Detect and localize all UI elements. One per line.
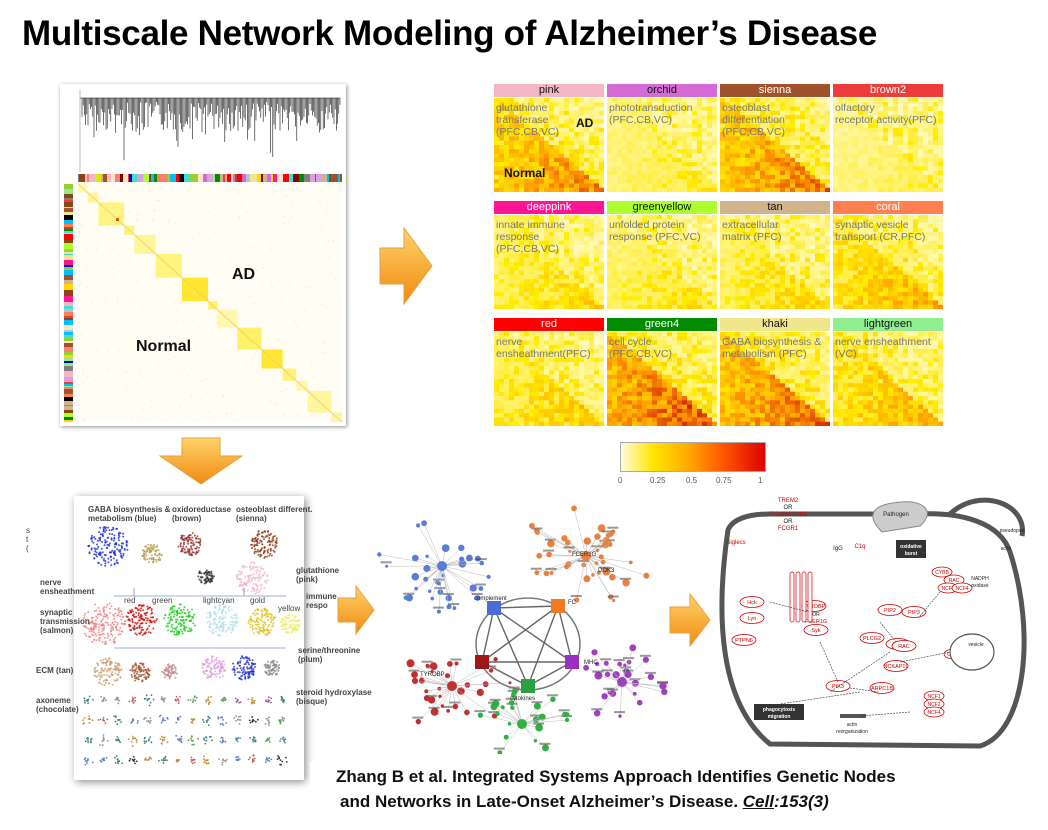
main-heatmap [78,184,342,422]
module-heatmap [494,332,604,426]
label-ad: AD [232,266,256,283]
module-cell-orchid: orchid phototransduction(PFC,CB,VC) [607,84,717,192]
module-colorbar-left [64,184,73,422]
module-header: red [494,318,604,331]
color-scale-bar [620,442,766,472]
module-header: pink [494,84,604,97]
module-description: phototransduction(PFC,CB,VC) [609,102,693,126]
mm-label: osteoblast different.(sienna) [236,505,313,523]
arrow-down-icon [158,437,244,485]
module-cell-green4: green4 cell cycle(PFC,CB,VC) [607,318,717,426]
citation-line-1: Zhang B et al. Integrated Systems Approa… [336,767,896,786]
module-description: cell cycle(PFC,CB,VC) [609,336,672,360]
arrow-right-icon [379,226,433,306]
dendrogram [79,90,341,172]
mm-label: glutathione(pink) [296,566,340,584]
scale-tick: 1 [758,476,763,485]
scale-tick: 0 [618,476,623,485]
mm-label: serine/threonine(plum) [298,646,361,664]
mm-label: gold [250,596,266,605]
module-heatmap [494,215,604,309]
module-header: khaki [720,318,830,331]
mm-label: yellow [278,604,301,613]
module-heatmap [720,215,830,309]
label-normal: Normal [136,338,192,355]
module-header: sienna [720,84,830,97]
module-heatmap [607,215,717,309]
mm-label: green [152,596,173,605]
mm-label: oxidoreductase(brown) [172,505,232,523]
module-heatmap [833,215,943,309]
mm-label: GABA biosynthesis &metabolism (blue) [88,505,171,523]
module-header: green4 [607,318,717,331]
mm-label: red [124,596,136,605]
module-cell-lightgreen: lightgreen nerve ensheathment(VC) [833,318,943,426]
module-heatmap [833,332,943,426]
module-header: lightgreen [833,318,943,331]
mm-label: steroid hydroxylase(bisque) [296,688,372,706]
module-header: brown2 [833,84,943,97]
citation-box: Zhang B et al. Integrated Systems Approa… [310,762,1048,830]
scale-tick: 0.25 [650,476,666,485]
module-header: tan [720,201,830,214]
module-description: nerve ensheathment(VC) [835,336,931,360]
module-header: greenyellow [607,201,717,214]
module-header: coral [833,201,943,214]
module-heatmap [607,98,717,192]
scale-tick: 0.75 [716,476,732,485]
citation-journal: Cell [742,792,774,811]
coexpression-heatmap-panel: AD Normal [60,84,346,426]
module-heatmap [494,98,604,192]
module-heatmap [720,98,830,192]
module-heatmap [720,332,830,426]
module-header: deeppink [494,201,604,214]
arrow-right-icon [337,584,375,636]
citation-line-2: and Networks in Late-Onset Alzheimer’s D… [340,792,829,811]
mm-label: axoneme(chocolate) [36,696,79,714]
module-heatmap [833,98,943,192]
mm-label: ECM (tan) [36,666,74,675]
scale-tick: 0.5 [686,476,698,485]
module-network-map [74,496,304,780]
page-title: Multiscale Network Modeling of Alzheimer… [22,14,878,53]
module-heatmap [607,332,717,426]
mm-label: lightcyan [203,596,235,605]
arrow-right-icon [669,592,711,648]
module-header: orchid [607,84,717,97]
module-colorbar-top [78,174,342,182]
module-description: GABA biosynthesis &metabolism (PFC) [722,336,822,360]
